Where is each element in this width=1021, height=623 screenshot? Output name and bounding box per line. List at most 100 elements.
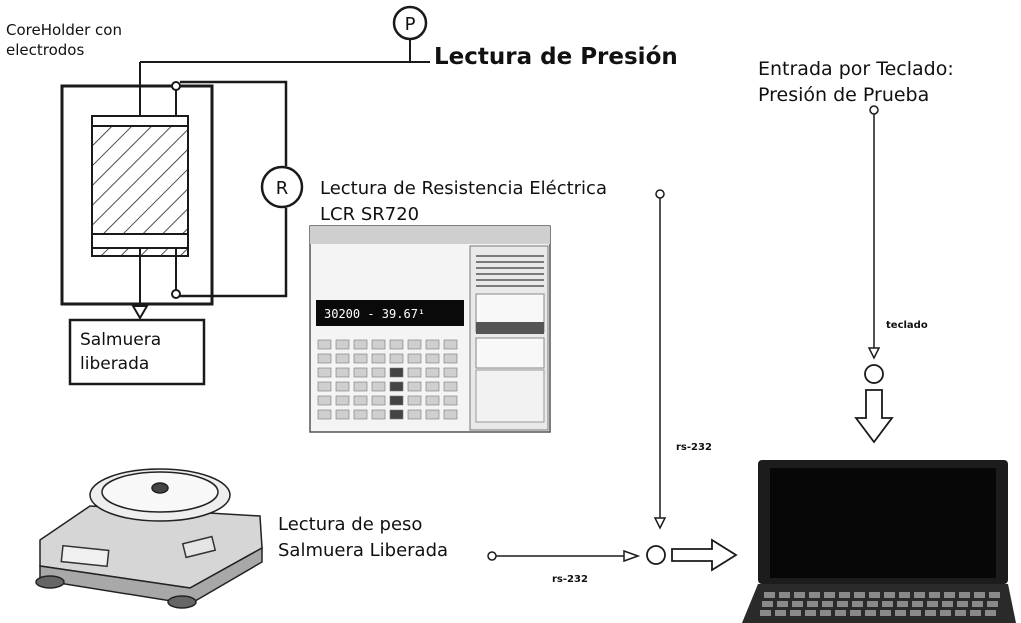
lcr-key xyxy=(407,381,422,392)
lcr-key xyxy=(425,381,440,392)
lcr-key xyxy=(425,395,440,406)
laptop-key xyxy=(807,601,818,607)
lcr-display xyxy=(316,300,464,326)
core-bottom-electrode xyxy=(91,233,189,249)
laptop-key xyxy=(777,601,788,607)
laptop-key xyxy=(970,610,981,616)
lcr-key xyxy=(353,353,368,364)
keyboard-input-label: Entrada por Teclado: Presión de Prueba xyxy=(758,58,954,106)
lcr-key xyxy=(407,339,422,350)
core-top-electrode xyxy=(91,115,189,127)
pressure-reading-label: Lectura de Presión xyxy=(434,44,678,70)
arrow-right-icon xyxy=(671,538,738,572)
lcr-display-text: 30200 - 39.67¹ xyxy=(324,307,425,321)
pressure-line xyxy=(140,38,430,63)
laptop-key xyxy=(764,592,775,598)
laptop-key xyxy=(927,601,938,607)
laptop-key xyxy=(852,601,863,607)
rs232-vertical-label: rs-232 xyxy=(676,442,712,453)
lcr-key xyxy=(371,339,386,350)
laptop-key xyxy=(792,601,803,607)
lcr-key xyxy=(389,353,404,364)
laptop-key xyxy=(865,610,876,616)
lcr-key xyxy=(371,381,386,392)
lcr-key xyxy=(389,367,404,378)
laptop-key xyxy=(760,610,771,616)
weight-link xyxy=(487,549,641,563)
laptop-key xyxy=(762,601,773,607)
brine-box xyxy=(68,318,206,386)
laptop-key xyxy=(942,601,953,607)
lcr-key xyxy=(407,353,422,364)
lcr-key xyxy=(443,409,458,420)
laptop-screen xyxy=(770,468,996,578)
lcr-key xyxy=(335,339,350,350)
lcr-key xyxy=(443,367,458,378)
lcr-key xyxy=(335,381,350,392)
laptop-key xyxy=(882,601,893,607)
lcr-key xyxy=(317,339,332,350)
lcr-key xyxy=(317,395,332,406)
laptop-key xyxy=(835,610,846,616)
lcr-key xyxy=(317,409,332,420)
lcr-key xyxy=(389,339,404,350)
lcr-key xyxy=(371,353,386,364)
coreholder-frame xyxy=(60,84,214,306)
laptop-key xyxy=(822,601,833,607)
coreholder-assembly xyxy=(60,62,288,312)
lcr-key xyxy=(371,395,386,406)
lcr-key xyxy=(353,395,368,406)
lcr-key xyxy=(443,353,458,364)
brine-outlet xyxy=(68,305,206,386)
resistance-link xyxy=(653,189,667,530)
scale-icon xyxy=(35,468,263,609)
lcr-key xyxy=(335,409,350,420)
lcr-key xyxy=(389,409,404,420)
lcr-key xyxy=(425,367,440,378)
lcr-keypad xyxy=(317,339,458,420)
laptop-key xyxy=(850,610,861,616)
lcr-key xyxy=(425,409,440,420)
laptop-icon xyxy=(742,460,1016,623)
lcr-key xyxy=(407,409,422,420)
laptop-keyboard xyxy=(760,592,1000,616)
junction-node xyxy=(646,545,666,565)
laptop-key xyxy=(940,610,951,616)
keyboard-link-label: teclado xyxy=(886,320,928,331)
laptop-key xyxy=(867,601,878,607)
laptop-key xyxy=(944,592,955,598)
bottom-terminal xyxy=(171,289,181,299)
lcr-key xyxy=(353,339,368,350)
laptop-key xyxy=(824,592,835,598)
laptop-key xyxy=(854,592,865,598)
laptop-key xyxy=(912,601,923,607)
lcr-key xyxy=(335,367,350,378)
laptop-key xyxy=(884,592,895,598)
lcr-key xyxy=(425,353,440,364)
lcr-key xyxy=(353,367,368,378)
lcr-key xyxy=(335,395,350,406)
laptop-key xyxy=(809,592,820,598)
lcr-key xyxy=(443,381,458,392)
laptop-key xyxy=(899,592,910,598)
coreholder-label: CoreHolder con electrodos xyxy=(6,21,122,59)
lcr-key xyxy=(317,381,332,392)
top-terminal xyxy=(171,81,181,91)
lcr-key xyxy=(389,395,404,406)
resistance-meter-letter: R xyxy=(276,178,289,199)
laptop-key xyxy=(929,592,940,598)
lcr-key xyxy=(371,367,386,378)
pressure-gauge-icon: P xyxy=(392,5,428,41)
laptop-key xyxy=(895,610,906,616)
laptop-key xyxy=(779,592,790,598)
lcr-meter-icon: 30200 - 39.67¹ xyxy=(309,225,551,433)
lcr-key xyxy=(371,409,386,420)
laptop-key xyxy=(985,610,996,616)
laptop-key xyxy=(837,601,848,607)
lcr-key xyxy=(317,367,332,378)
laptop-key xyxy=(880,610,891,616)
laptop-key xyxy=(794,592,805,598)
lcr-key xyxy=(425,339,440,350)
